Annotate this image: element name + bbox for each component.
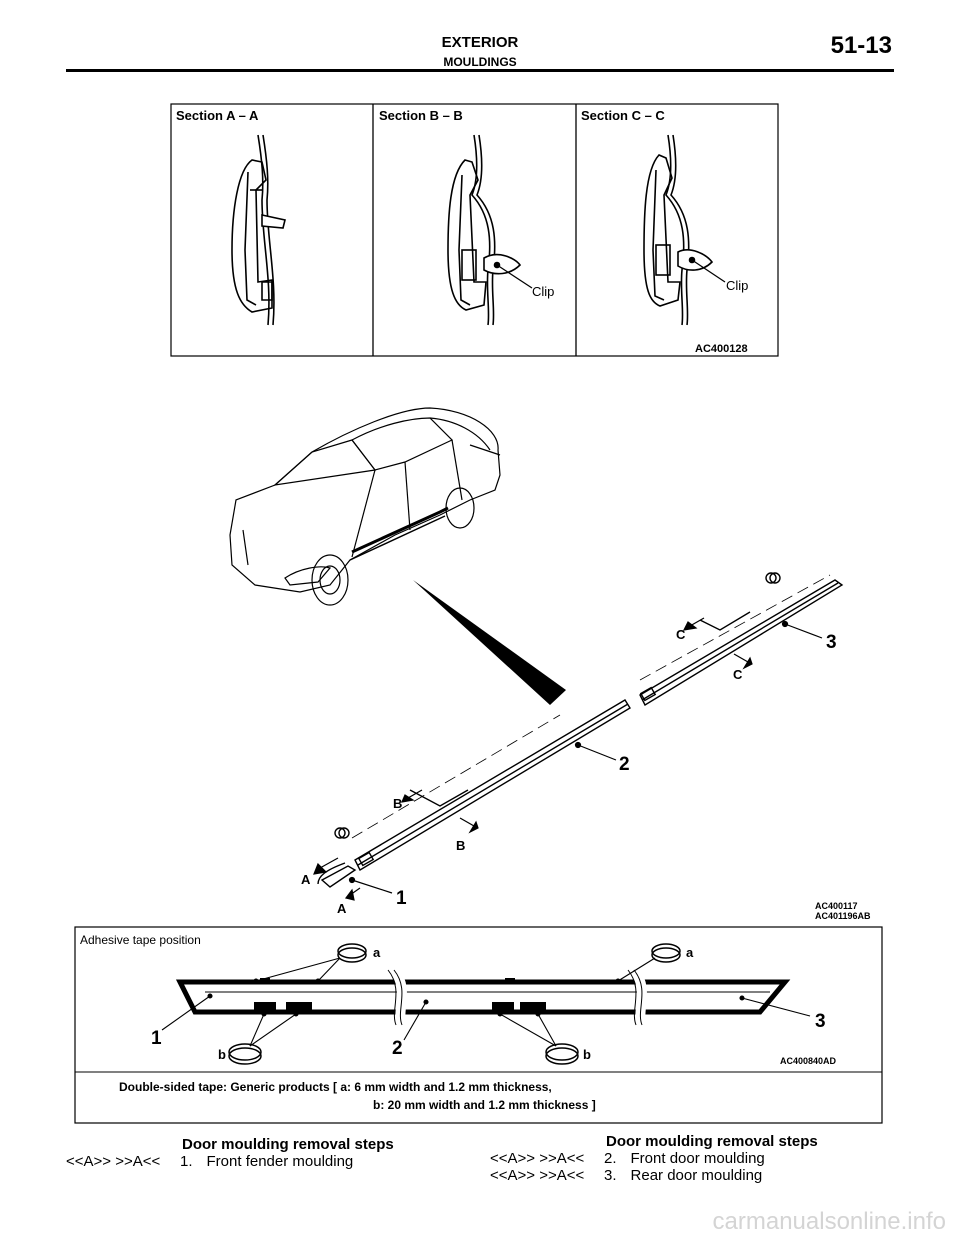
page-subtitle: MOULDINGS: [443, 55, 517, 69]
step-number: 1.: [180, 1153, 193, 1170]
section-mark-c-upper: C: [676, 627, 686, 642]
step-text: Front door moulding: [630, 1150, 765, 1167]
steps-left-heading: Door moulding removal steps: [182, 1136, 394, 1153]
tape-rolls: [228, 943, 681, 1065]
page-number: 51-13: [830, 32, 892, 59]
tape-note-line-1: Double-sided tape: Generic products [ a:…: [119, 1080, 552, 1094]
header-rule: [66, 69, 894, 72]
tape-figure-title: Adhesive tape position: [80, 933, 201, 947]
sections-figure-code: AC400128: [695, 343, 748, 355]
step-tags: <<A>> >>A<<: [490, 1150, 585, 1167]
step-item: <<A>> >>A<< 1. Front fender moulding: [66, 1153, 394, 1170]
tape-figure-frame: [74, 926, 883, 1124]
tape-leader-lines: [161, 957, 811, 1047]
car-drawing: [229, 407, 501, 606]
tape-label-a-left: a: [373, 945, 381, 960]
tape-pads: [254, 978, 546, 1014]
step-tags: <<A>> >>A<<: [66, 1153, 161, 1170]
car-figure-code-1: AC400117: [815, 901, 858, 911]
car-part-2: 2: [619, 754, 630, 775]
step-tags: <<A>> >>A<<: [490, 1167, 585, 1184]
tape-label-a-right: a: [686, 945, 694, 960]
section-c-label: Section C – C: [581, 108, 665, 123]
section-mark-b-lower: B: [456, 838, 465, 853]
sections-figure: [170, 103, 779, 357]
steps-left: Door moulding removal steps <<A>> >>A<< …: [66, 1136, 394, 1170]
section-a-drawing: [231, 134, 286, 326]
section-b-clip-label: Clip: [532, 284, 554, 299]
section-mark-c-lower: C: [733, 667, 743, 682]
steps-right-heading: Door moulding removal steps: [606, 1133, 818, 1150]
section-b-label: Section B – B: [379, 108, 463, 123]
step-text: Front fender moulding: [206, 1153, 354, 1170]
watermark: carmanualsonline.info: [712, 1208, 946, 1235]
step-item: <<A>> >>A<< 3. Rear door moulding: [490, 1167, 818, 1184]
tape-figure-code: AC400840AD: [780, 1056, 837, 1066]
step-text: Rear door moulding: [630, 1167, 763, 1184]
section-c-drawing: [643, 134, 726, 326]
car-figure-code-2: AC401196AB: [815, 911, 871, 921]
pointer-wedge: [413, 580, 566, 705]
tape-part-2: 2: [392, 1038, 403, 1059]
tape-label-b-left: b: [218, 1047, 226, 1062]
section-c-clip-label: Clip: [726, 278, 748, 293]
car-leader-lines: [313, 617, 823, 901]
mouldings-exploded: [317, 572, 844, 888]
tape-label-b-right: b: [583, 1047, 591, 1062]
section-b-drawing: [447, 134, 533, 326]
tape-note-line-2: b: 20 mm width and 1.2 mm thickness ]: [373, 1098, 596, 1112]
section-mark-a-lower: A: [337, 901, 347, 916]
steps-right: Door moulding removal steps <<A>> >>A<< …: [490, 1133, 818, 1184]
tape-part-3: 3: [815, 1011, 826, 1032]
step-number: 3.: [604, 1167, 617, 1184]
section-mark-b-upper: B: [393, 796, 402, 811]
step-item: <<A>> >>A<< 2. Front door moulding: [490, 1150, 818, 1167]
tape-mouldings: [175, 966, 791, 1027]
step-number: 2.: [604, 1150, 617, 1167]
tape-part-1: 1: [151, 1028, 162, 1049]
car-part-1: 1: [396, 888, 407, 909]
section-mark-a-upper: A: [301, 872, 311, 887]
page-title: EXTERIOR: [441, 34, 519, 51]
car-part-3: 3: [826, 632, 837, 653]
section-a-label: Section A – A: [176, 108, 259, 123]
